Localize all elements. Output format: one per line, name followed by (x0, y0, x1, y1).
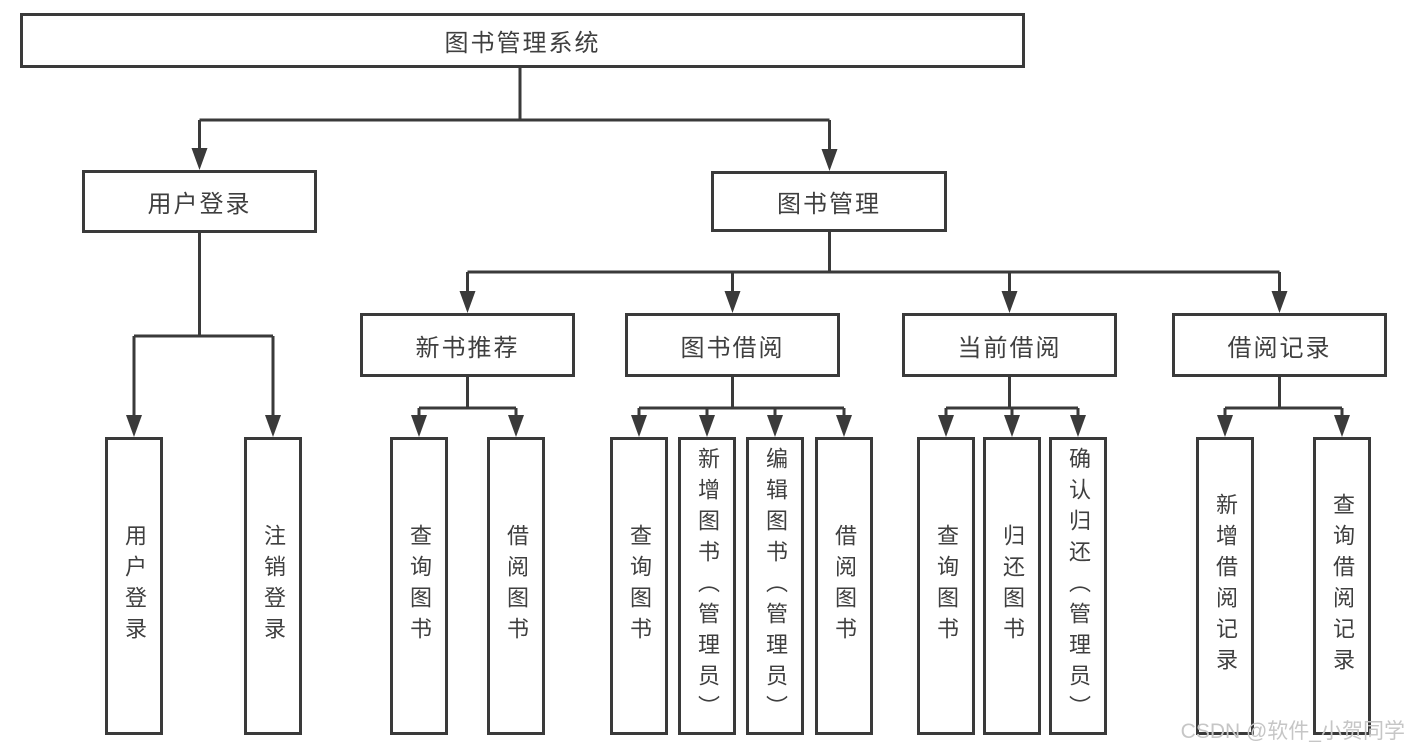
leaf-user-login: 用户登录 (105, 437, 163, 735)
node-library-system-label: 图书管理系统 (444, 30, 601, 57)
node-book-borrowing: 图书借阅 (625, 313, 840, 377)
node-book-borrowing-label: 图书借阅 (680, 334, 785, 362)
leaf-newbooks-borrow-books: 借阅图书 (487, 437, 545, 735)
node-borrow-records-label: 借阅记录 (1227, 334, 1332, 362)
leaf-records-query-record-label: 查询借阅记录 (1330, 493, 1355, 679)
leaf-borrowing-add-books-admin: 新增图书（管理员） (678, 437, 736, 735)
leaf-newbooks-borrow-books-label: 借阅图书 (504, 524, 529, 648)
leaf-borrowing-edit-books-admin-label: 编辑图书（管理员） (763, 446, 788, 726)
leaf-logout-label: 注销登录 (261, 524, 286, 648)
node-user-login-label: 用户登录 (147, 191, 252, 218)
leaf-current-query-books-label: 查询图书 (934, 524, 959, 648)
node-book-management-label: 图书管理 (777, 191, 881, 218)
connector-borrow-records-to-leaves (1217, 377, 1350, 437)
leaf-current-confirm-return-admin-label: 确认归还（管理员） (1066, 446, 1091, 726)
connector-root-to-branches (191, 68, 838, 171)
leaf-borrowing-edit-books-admin: 编辑图书（管理员） (746, 437, 804, 735)
leaf-current-confirm-return-admin: 确认归还（管理员） (1049, 437, 1107, 735)
node-new-book-recommend: 新书推荐 (360, 313, 575, 377)
leaf-borrowing-borrow-books: 借阅图书 (815, 437, 873, 735)
leaf-newbooks-query-books-label: 查询图书 (407, 524, 432, 648)
leaf-current-return-books: 归还图书 (983, 437, 1041, 735)
connector-book-borrow-to-leaves (631, 377, 852, 437)
leaf-borrowing-query-books-label: 查询图书 (627, 524, 652, 648)
connector-user-login-to-leaves (126, 233, 281, 437)
leaf-records-query-record: 查询借阅记录 (1313, 437, 1371, 735)
leaf-borrowing-borrow-books-label: 借阅图书 (832, 524, 857, 648)
connector-book-mgmt-to-modules (459, 232, 1288, 313)
leaf-records-add-record-label: 新增借阅记录 (1213, 493, 1238, 679)
leaf-user-login-label: 用户登录 (122, 524, 147, 648)
connector-new-books-to-leaves (411, 377, 524, 437)
leaf-current-return-books-label: 归还图书 (1000, 524, 1025, 648)
node-book-management: 图书管理 (711, 171, 947, 232)
leaf-records-add-record: 新增借阅记录 (1196, 437, 1254, 735)
leaf-logout: 注销登录 (244, 437, 302, 735)
node-current-borrowing-label: 当前借阅 (957, 334, 1062, 362)
leaf-current-query-books: 查询图书 (917, 437, 975, 735)
node-user-login: 用户登录 (82, 170, 317, 233)
node-new-book-recommend-label: 新书推荐 (415, 334, 520, 362)
leaf-newbooks-query-books: 查询图书 (390, 437, 448, 735)
connector-current-borrow-to-leaves (938, 377, 1086, 437)
leaf-borrowing-query-books: 查询图书 (610, 437, 668, 735)
node-library-system: 图书管理系统 (20, 13, 1025, 68)
csdn-watermark: CSDN @软件_小贺同学 (1180, 720, 1405, 743)
leaf-borrowing-add-books-admin-label: 新增图书（管理员） (695, 446, 720, 726)
node-current-borrowing: 当前借阅 (902, 313, 1117, 377)
node-borrow-records: 借阅记录 (1172, 313, 1387, 377)
